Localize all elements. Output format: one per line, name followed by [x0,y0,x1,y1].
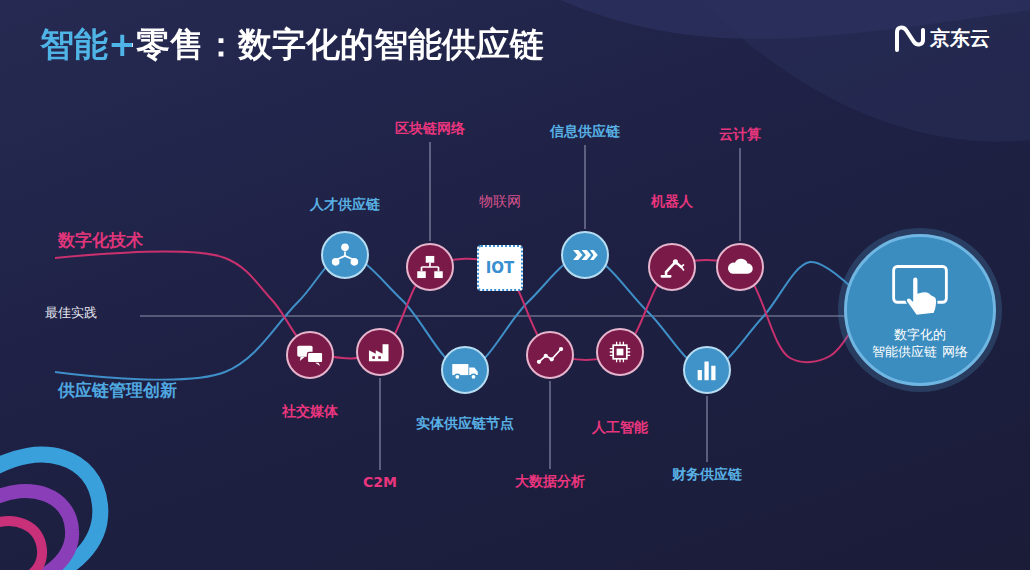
leader-line [380,378,381,470]
node-label: 物联网 [479,193,521,211]
row-label: 最佳实践 [45,304,97,322]
tech-circle: 财务供应链 [683,346,731,394]
tech-circle: 社交媒体 [286,331,334,379]
title: 智能+零售：数字化的智能供应链 [40,22,545,68]
tech-circle: 信息供应链 [561,231,609,279]
truck-icon [448,353,482,387]
cloud-icon [723,250,757,284]
tech-circle: 云计算 [716,243,764,291]
leader-line [430,142,431,241]
node-label: 实体供应链节点 [416,415,514,433]
tech-circle: 实体供应链节点 [441,346,489,394]
swirl-arc [0,491,72,570]
row-label: 供应链管理创新 [58,379,177,402]
node-label: 财务供应链 [672,466,742,484]
node-label: 区块链网络 [395,120,465,138]
node-label: 云计算 [719,126,761,144]
chart-icon [533,338,567,372]
leader-line [707,396,708,462]
bg-shape [700,0,1030,142]
hand-tablet-icon [888,259,952,321]
tech-circle: 大数据分析 [526,331,574,379]
node-label: 信息供应链 [550,123,620,141]
node-label: 人才供应链 [310,196,380,214]
factory-icon [363,335,397,369]
tech-circle: 人工智能 [596,328,644,376]
node-label: C2M [363,474,397,490]
result-circle: 数字化的 智能供应链 网络 [844,234,996,386]
logo-text: 京东云 [930,25,990,52]
leader-line [585,145,586,229]
node-label: 机器人 [651,193,693,211]
node-label: 大数据分析 [515,473,585,491]
result-text: 数字化的 智能供应链 网络 [872,327,968,361]
net-icon [413,250,447,284]
chip-icon [603,335,637,369]
baseline [140,315,845,316]
logo-mark [897,28,923,50]
bars-icon [690,353,724,387]
swirl-arc [0,521,42,570]
row-label: 数字化技术 [58,229,143,252]
tech-circle: 机器人 [648,243,696,291]
swirl-arc [0,455,100,570]
node-label: 人工智能 [592,419,648,437]
tech-circle: 区块链网络 [406,243,454,291]
corner-swirl [0,455,100,570]
node-label: 社交媒体 [282,403,338,421]
leader-line [550,381,551,469]
tech-circle: C2M [356,328,404,376]
icon-text: IOT [486,259,515,277]
arrows-icon [568,238,602,272]
leader-line [740,148,741,241]
logo-icon [897,28,923,50]
tech-circle: 人才供应链 [321,231,369,279]
leaders [380,142,740,470]
robot-icon [655,250,689,284]
people-icon [328,238,362,272]
chat-icon [293,338,327,372]
